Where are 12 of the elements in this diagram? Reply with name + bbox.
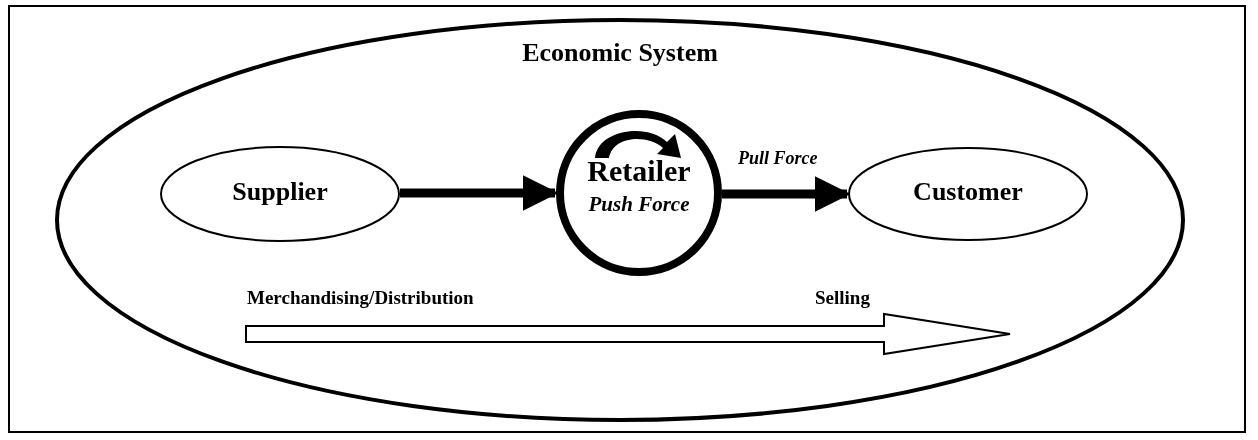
node-sublabel: Push Force — [587, 192, 691, 217]
retailer-circle — [556, 110, 722, 276]
arrow — [722, 176, 851, 212]
arrow — [400, 175, 559, 211]
actor-ellipse — [848, 147, 1088, 241]
node-label: Customer — [912, 177, 1024, 207]
actor-ellipse — [160, 146, 400, 242]
node-label: Economic System — [521, 38, 719, 68]
stage-label: Selling — [815, 287, 870, 309]
node-label: Retailer — [586, 154, 692, 188]
stage-label: Merchandising/Distribution — [247, 287, 474, 309]
node-label: Supplier — [231, 177, 329, 207]
